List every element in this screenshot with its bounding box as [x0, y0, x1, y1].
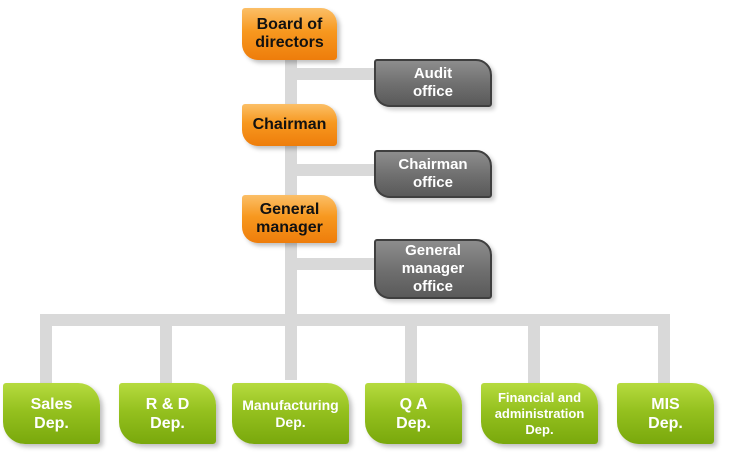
- chairman-label: Chairman: [252, 116, 327, 133]
- sales-dep-label-line2: Dep.: [34, 414, 69, 432]
- board-of-directors-node: Board of directors: [242, 8, 337, 60]
- board-label-line1: Board of: [256, 16, 323, 33]
- financial-administration-dep-node: Financial and administration Dep.: [481, 383, 598, 444]
- general-manager-label-line1: General: [259, 201, 320, 218]
- general-manager-office-label-line2: manager: [401, 260, 465, 277]
- financial-dep-label-line3: Dep.: [525, 421, 554, 437]
- audit-office-node: Audit office: [374, 59, 492, 107]
- chairman-office-label-line1: Chairman: [398, 156, 468, 173]
- rd-dep-label-line1: R & D: [145, 395, 190, 413]
- sales-dep-connector: [40, 314, 52, 384]
- chairman-node: Chairman: [242, 104, 337, 146]
- qa-dep-connector: [405, 314, 417, 384]
- financial-dep-label-line2: administration: [494, 405, 585, 421]
- general-manager-office-node: General manager office: [374, 239, 492, 299]
- qa-dep-label-line1: Q A: [399, 395, 428, 413]
- audit-office-label-line2: office: [412, 83, 453, 100]
- chairman-office-node: Chairman office: [374, 150, 492, 198]
- general-manager-office-connector: [297, 258, 382, 270]
- board-label-line2: directors: [255, 34, 324, 51]
- mis-dep-label-line2: Dep.: [648, 414, 683, 432]
- chairman-office-label-line2: office: [412, 174, 453, 191]
- rd-dep-connector: [160, 314, 172, 384]
- financial-dep-connector: [528, 314, 540, 384]
- sales-dep-node: Sales Dep.: [3, 383, 100, 444]
- sales-dep-label-line1: Sales: [30, 395, 73, 413]
- general-manager-office-label-line3: office: [412, 278, 453, 295]
- department-bus-connector: [40, 314, 670, 326]
- audit-office-label-line1: Audit: [413, 65, 453, 82]
- mis-dep-label-line1: MIS: [651, 395, 680, 413]
- mis-dep-connector: [658, 314, 670, 384]
- general-manager-node: General manager: [242, 195, 337, 243]
- financial-dep-label-line1: Financial and: [497, 389, 582, 405]
- qa-dep-label-line2: Dep.: [396, 414, 431, 432]
- general-manager-label-line2: manager: [256, 219, 323, 236]
- rd-dep-node: R & D Dep.: [119, 383, 216, 444]
- manufacturing-dep-label-line1: Manufacturing: [242, 396, 339, 413]
- rd-dep-label-line2: Dep.: [150, 414, 185, 432]
- qa-dep-node: Q A Dep.: [365, 383, 462, 444]
- chairman-office-connector: [297, 164, 382, 176]
- manufacturing-dep-node: Manufacturing Dep.: [232, 383, 349, 444]
- mis-dep-node: MIS Dep.: [617, 383, 714, 444]
- general-manager-office-label-line1: General: [405, 242, 461, 259]
- audit-office-connector: [297, 68, 382, 80]
- manufacturing-dep-label-line2: Dep.: [275, 413, 306, 430]
